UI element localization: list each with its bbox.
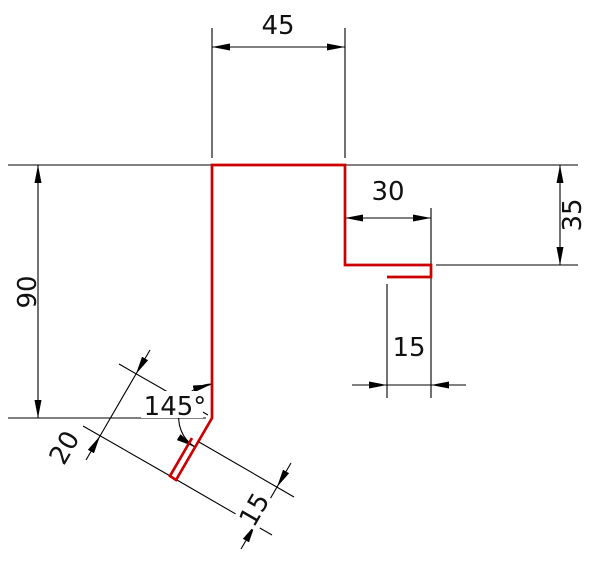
profile-outline xyxy=(168,163,433,482)
dim-label-step-width: 30 xyxy=(371,177,404,207)
dim-label-kick-length: 20 xyxy=(44,426,87,470)
label-mask-15b xyxy=(233,486,276,533)
dim-label-step-height: 35 xyxy=(558,198,588,231)
dimension-arrow-20-upper xyxy=(135,349,151,375)
dim-label-left-height: 90 xyxy=(13,275,43,308)
dim-label-right-hem: 15 xyxy=(392,333,425,363)
angle-arc-arrow-top xyxy=(192,383,212,393)
dim-label-bottom-hem: 15 xyxy=(234,488,277,532)
dimension-lines-layer xyxy=(8,28,578,550)
extension-line-15b-upper xyxy=(198,441,295,498)
dimension-line-20 xyxy=(99,373,137,437)
label-mask-145 xyxy=(141,391,203,418)
dim-label-top-width: 45 xyxy=(261,11,294,41)
dimension-arrow-15b-upper xyxy=(276,462,292,488)
dimension-labels-layer: 45 90 30 35 15 145° 20 15 xyxy=(13,11,588,532)
dimension-arrow-20-lower xyxy=(85,435,101,461)
extension-line-20-lower xyxy=(82,425,173,478)
dim-label-bend-angle: 145° xyxy=(144,392,207,422)
